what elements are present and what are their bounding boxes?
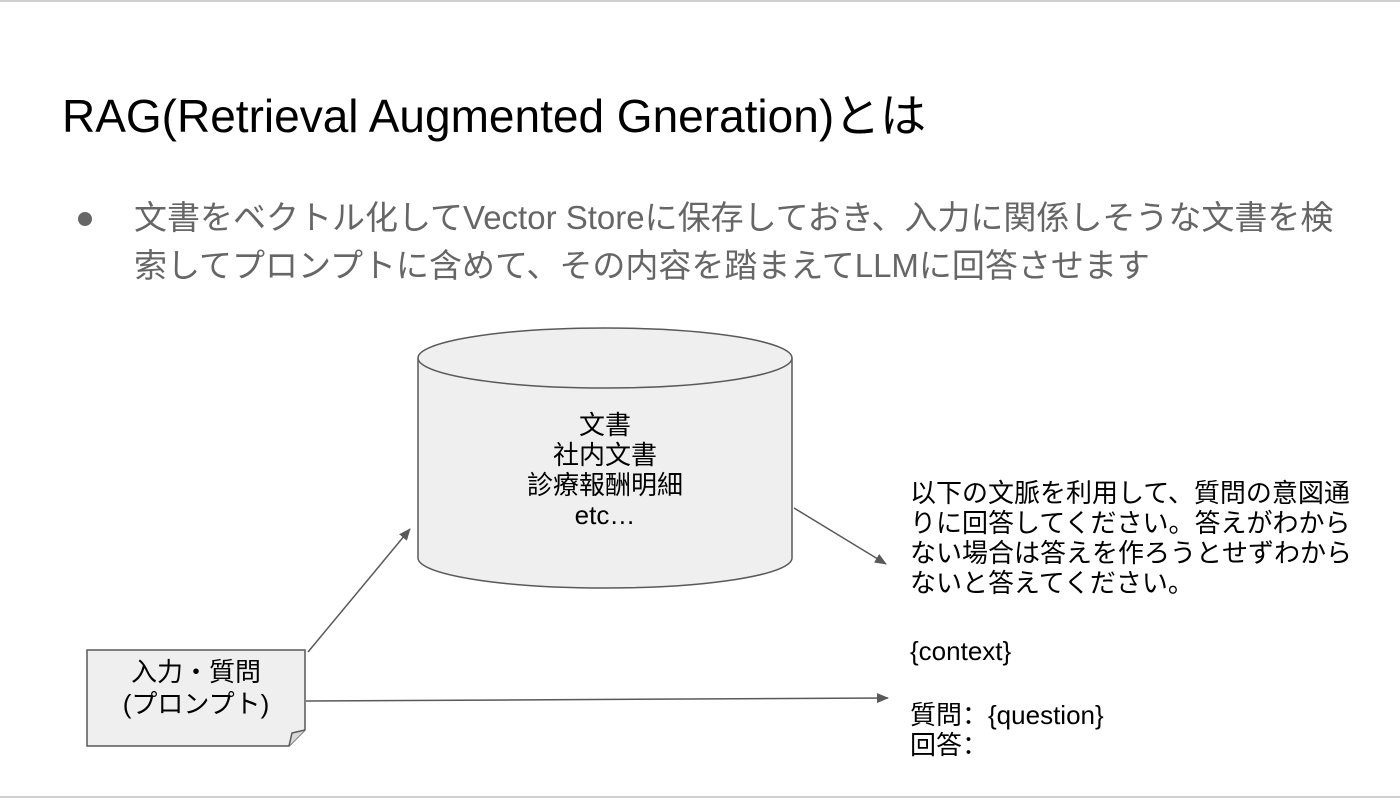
arrow-database-to-prompt [793, 507, 887, 565]
database-label-line: 社内文書 [552, 440, 657, 470]
database-cylinder [417, 327, 793, 589]
database-label-line: 文書 [578, 410, 631, 440]
document-fold [288, 729, 306, 747]
database-label: 文書 社内文書 診療報酬明細 etc… [480, 410, 730, 530]
prompt-context: {context} [910, 636, 1012, 666]
database-label-line: 診療報酬明細 [526, 470, 683, 500]
input-label-line: (プロンプト) [122, 689, 270, 719]
input-label-line: 入力・質問 [130, 657, 261, 687]
database-label-line: etc… [574, 500, 636, 530]
bullet-dot-icon [78, 212, 92, 226]
bullet-text: 文書をベクトル化してVector Storeに保存しておき、入力に関係しそうな文… [134, 199, 1334, 284]
arrow-input-to-prompt [305, 693, 889, 704]
arrow-input-to-database [307, 528, 411, 653]
prompt-answer: 回答： [910, 730, 989, 760]
input-label: 入力・質問 (プロンプト) [88, 656, 304, 720]
prompt-question: 質問：{question} [910, 700, 1104, 730]
prompt-instruction: 以下の文脈を利用して、質問の意図通りに回答してください。答えがわからない場合は答… [910, 478, 1353, 598]
slide-title: RAG(Retrieval Augmented Gneration)とは [62, 90, 927, 142]
prompt-template: 以下の文脈を利用して、質問の意図通りに回答してください。答えがわからない場合は答… [910, 478, 1370, 760]
